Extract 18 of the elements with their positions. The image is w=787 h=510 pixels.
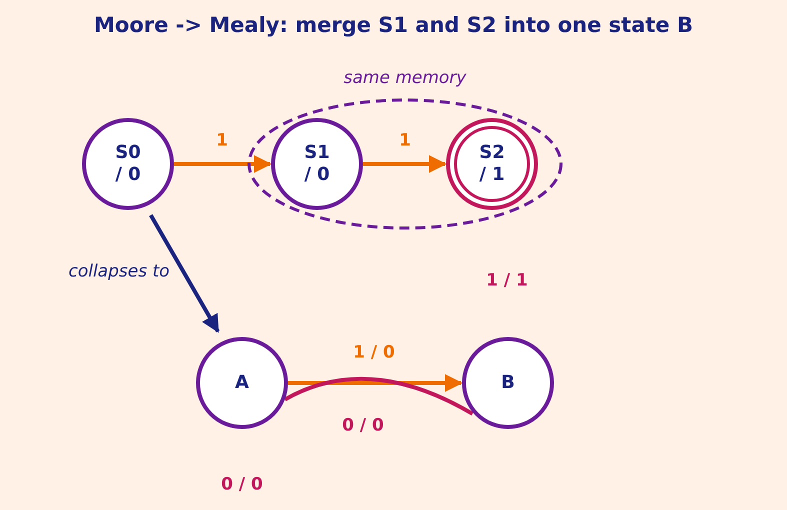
title: Moore -> Mealy: merge S1 and S2 into one state B [93, 12, 694, 39]
edge-label: collapses to [68, 260, 170, 284]
state-label: B [500, 372, 516, 394]
state-label: S0 / 0 [114, 142, 142, 186]
edge-label: 0 / 0 [342, 414, 384, 438]
edge-label: 1 [399, 129, 411, 152]
group-heading: same memory [342, 67, 468, 90]
transition-label: 0 / 0 [221, 473, 263, 496]
arrow [288, 374, 463, 392]
arrow [149, 214, 220, 333]
state-label: S2 / 1 [478, 142, 506, 186]
edge-label: 1 / 0 [353, 341, 395, 364]
arrow [174, 155, 272, 173]
state-label: S1 / 0 [303, 142, 331, 186]
edge-label: 1 [216, 129, 228, 152]
transition-label: 1 / 1 [486, 269, 528, 292]
arrow [363, 155, 447, 173]
state-label: A [234, 372, 250, 394]
